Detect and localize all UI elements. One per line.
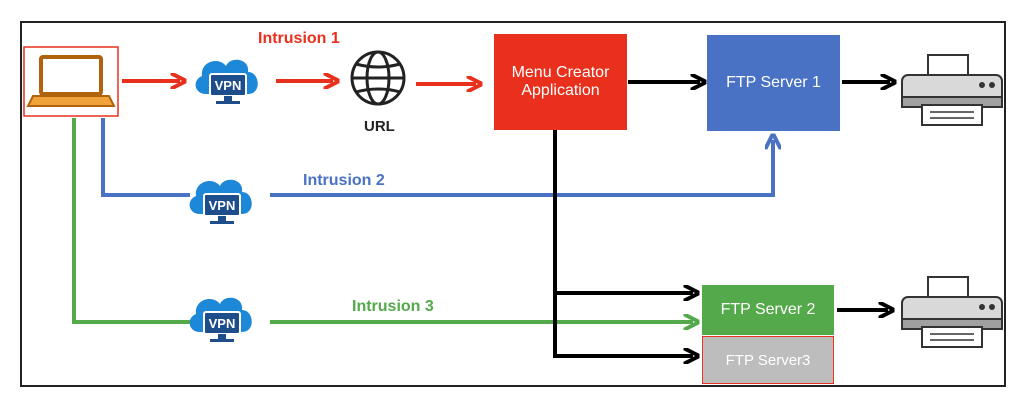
diagram-frame	[20, 21, 1006, 387]
ftp-server-1-box: FTP Server 1	[707, 35, 840, 131]
ftp-server-2-box: FTP Server 2	[702, 285, 834, 335]
intrusion-3-line-a	[72, 118, 190, 324]
url-label: URL	[364, 118, 395, 135]
vpn-cloud-icon	[188, 178, 253, 225]
menu-creator-app-box: Menu Creator Application	[494, 34, 627, 130]
intrusion-2-line-a	[101, 118, 190, 197]
ftp-server-3-label: FTP Server3	[725, 351, 811, 369]
menu-creator-line2: Application	[521, 82, 600, 99]
laptop-icon	[23, 46, 119, 117]
vpn-cloud-icon	[188, 296, 253, 343]
menu-creator-line1: Menu Creator	[511, 64, 610, 81]
intrusion-2-line-b	[270, 140, 773, 197]
printer-icon	[901, 54, 1003, 126]
ftp-server-2-label: FTP Server 2	[720, 301, 816, 318]
globe-icon	[350, 50, 406, 106]
ftp-server-1-label: FTP Server 1	[726, 74, 821, 91]
intrusion-1-label: Intrusion 1	[258, 30, 340, 47]
app-to-server3-arrow	[553, 130, 693, 356]
printer-icon	[901, 276, 1003, 348]
vpn-cloud-icon	[194, 58, 259, 105]
intrusion-2-label: Intrusion 2	[303, 172, 385, 189]
intrusion-3-label: Intrusion 3	[352, 298, 434, 315]
ftp-server-3-box: FTP Server3	[702, 336, 834, 384]
